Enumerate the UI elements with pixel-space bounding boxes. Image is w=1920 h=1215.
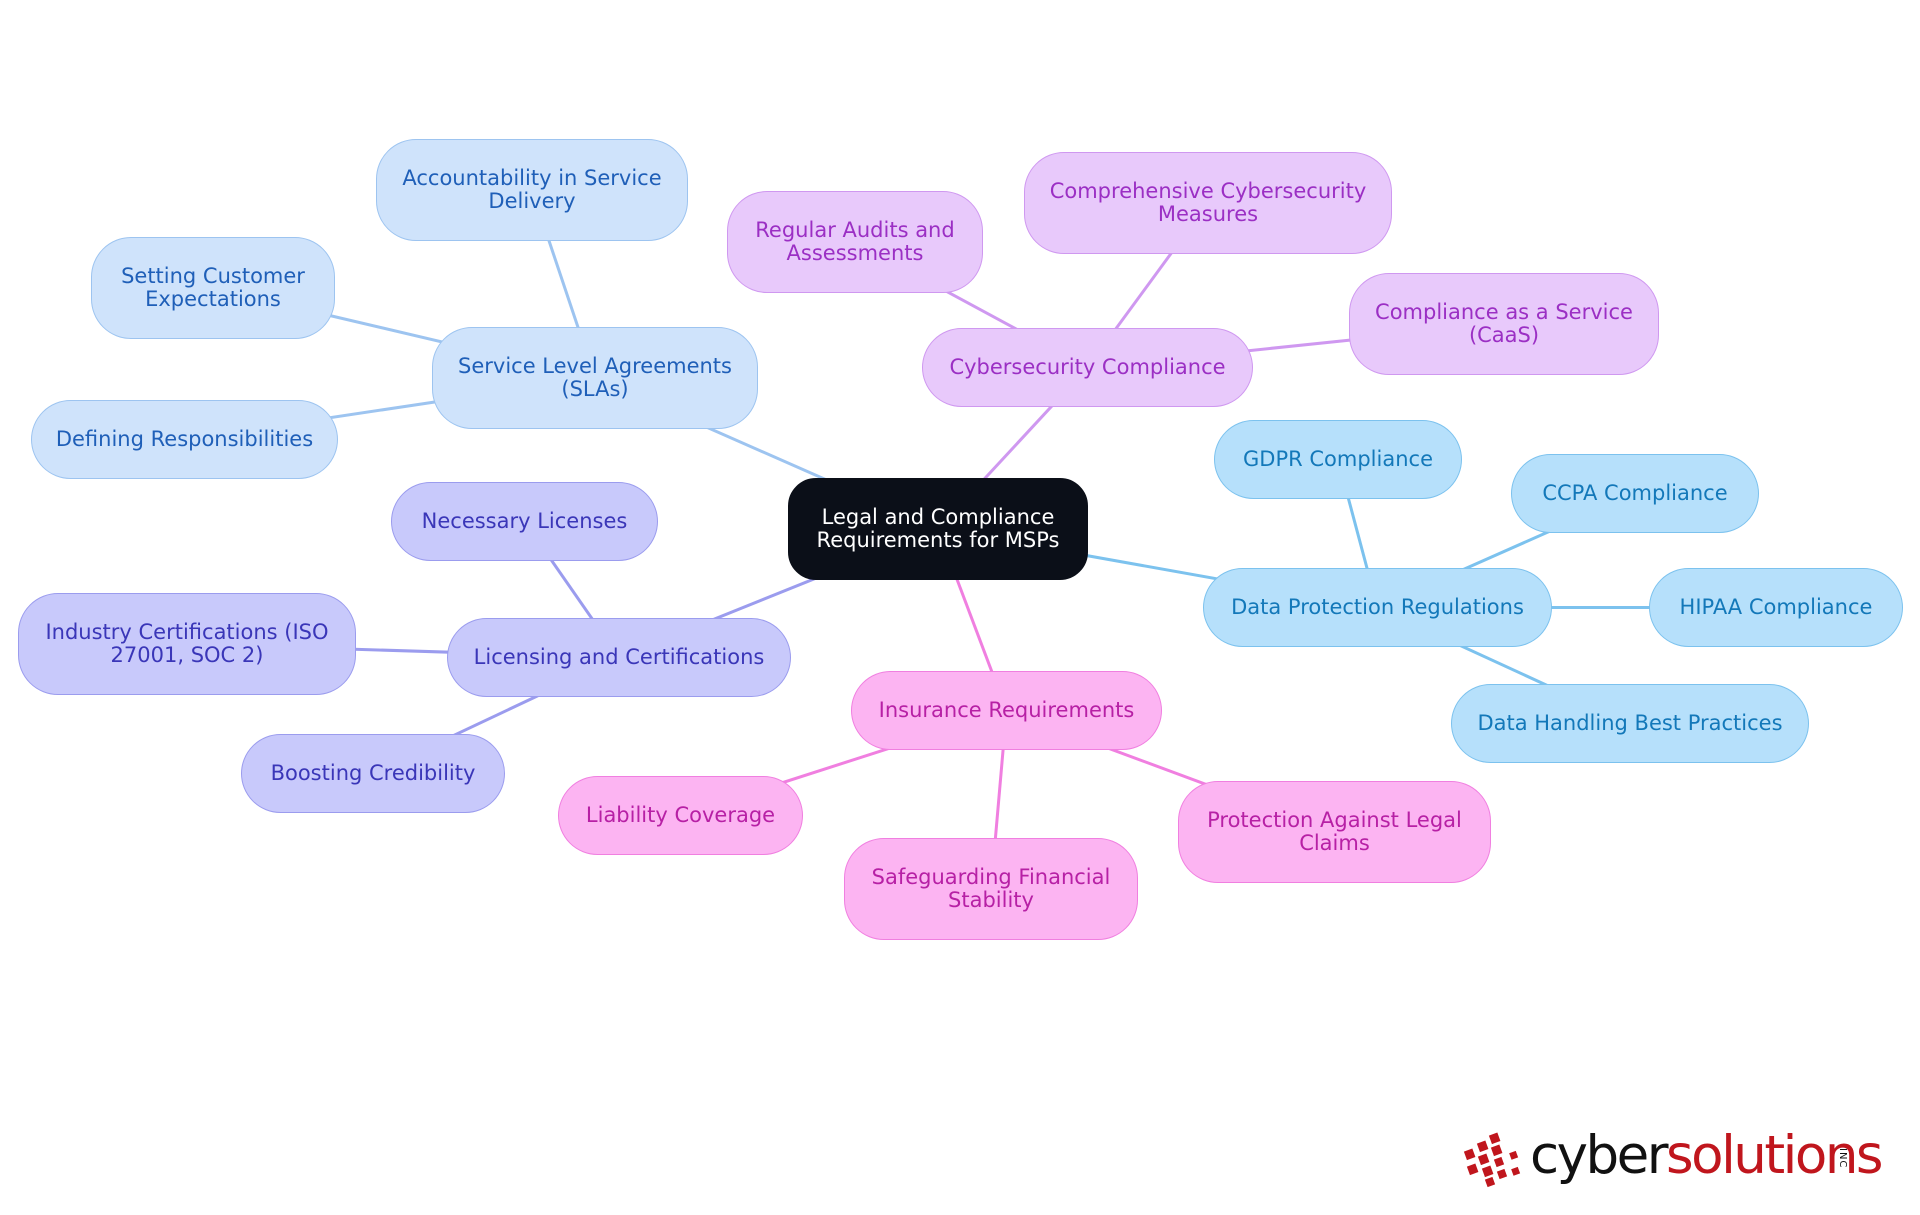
- branch-data-protection: Data Protection Regulations: [1203, 568, 1552, 647]
- lic-necessary-licenses: Necessary Licenses: [391, 482, 658, 561]
- branch-licensing: Licensing and Certifications: [447, 618, 791, 697]
- logo-word-cyber: cyber: [1530, 1125, 1669, 1186]
- branch-cybersecurity: Cybersecurity Compliance: [922, 328, 1253, 407]
- branch-sla: Service Level Agreements (SLAs): [432, 327, 758, 429]
- ins-legal-claims: Protection Against Legal Claims: [1178, 781, 1491, 883]
- sla-customer-expectations: Setting Customer Expectations: [91, 237, 335, 339]
- cyber-caas: Compliance as a Service (CaaS): [1349, 273, 1659, 375]
- cyber-regular-audits: Regular Audits and Assessments: [727, 191, 983, 293]
- data-hipaa: HIPAA Compliance: [1649, 568, 1903, 647]
- cyber-comprehensive-measures: Comprehensive Cybersecurity Measures: [1024, 152, 1392, 254]
- sla-defining-responsibilities: Defining Responsibilities: [31, 400, 338, 479]
- logo-wordmark: cybersolutions: [1530, 1124, 1884, 1188]
- logo-suffix: INC: [1837, 1148, 1848, 1169]
- data-gdpr: GDPR Compliance: [1214, 420, 1462, 499]
- sla-accountability: Accountability in Service Delivery: [376, 139, 688, 241]
- logo-mark-icon: [1463, 1132, 1521, 1188]
- lic-industry-certifications: Industry Certifications (ISO 27001, SOC …: [18, 593, 356, 695]
- cybersolutions-logo: cybersolutions INC: [1462, 1124, 1884, 1194]
- root-node: Legal and Compliance Requirements for MS…: [788, 478, 1088, 580]
- ins-financial-stability: Safeguarding Financial Stability: [844, 838, 1138, 940]
- branch-insurance: Insurance Requirements: [851, 671, 1162, 750]
- logo-word-solutions: solutions: [1666, 1125, 1884, 1186]
- lic-boosting-credibility: Boosting Credibility: [241, 734, 505, 813]
- ins-liability-coverage: Liability Coverage: [558, 776, 803, 855]
- data-ccpa: CCPA Compliance: [1511, 454, 1759, 533]
- data-handling-best-practices: Data Handling Best Practices: [1451, 684, 1809, 763]
